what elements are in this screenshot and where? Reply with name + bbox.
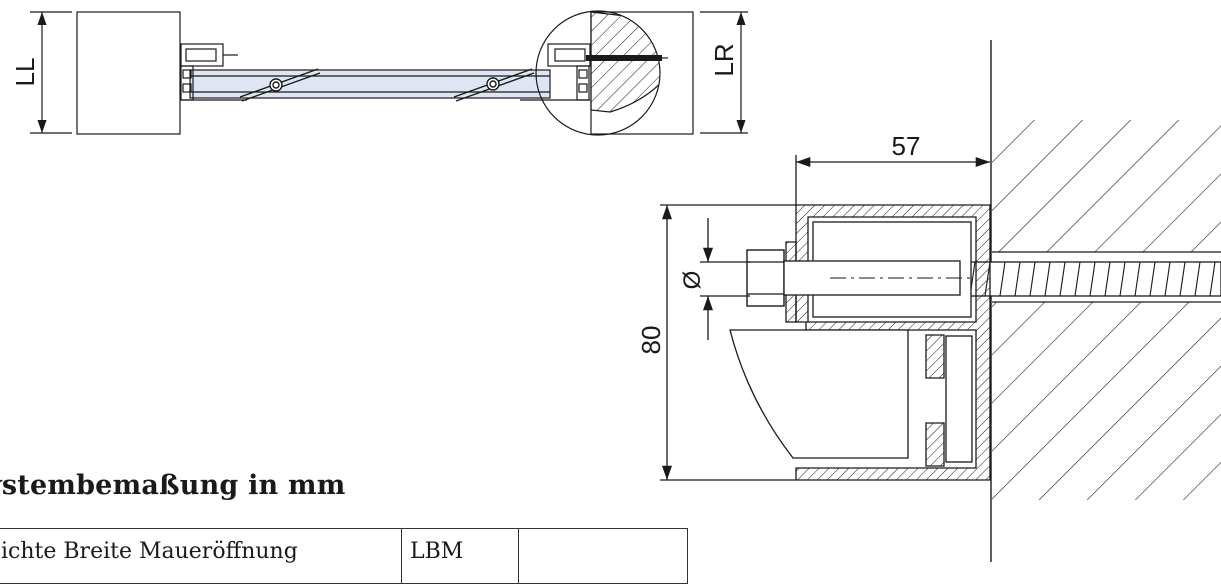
ll-dimension: [30, 11, 72, 134]
bolt: [746, 249, 970, 307]
diameter-dimension: [700, 218, 750, 340]
overview-plan: [30, 10, 748, 136]
diameter-label: Ø: [679, 271, 706, 290]
height-dimension: [660, 204, 796, 481]
dimension-table: ichte Breite Maueröffnung LBM: [0, 528, 688, 584]
section-heading: ystembemaßung in mm: [0, 470, 346, 501]
table-row: ichte Breite Maueröffnung LBM: [0, 528, 688, 584]
lr-dimension: [700, 11, 748, 134]
width-label: 57: [892, 131, 921, 161]
wall-hatch: [992, 120, 1221, 500]
row-code: LBM: [401, 528, 519, 584]
lr-label: LR: [709, 43, 739, 76]
threaded-anchor: [959, 261, 1221, 297]
width-dimension: [795, 155, 990, 205]
cover-profile: [729, 329, 909, 459]
row-description: ichte Breite Maueröffnung: [0, 528, 402, 584]
hinge-arms: [239, 68, 535, 102]
technical-drawing: LL LR 57 80 Ø: [10, 10, 1221, 562]
detail-section: [660, 40, 1221, 562]
ll-label: LL: [10, 58, 40, 87]
height-label: 80: [636, 326, 666, 355]
left-profile: [180, 43, 247, 101]
left-wall-block: [76, 11, 181, 135]
row-value: [518, 528, 688, 584]
